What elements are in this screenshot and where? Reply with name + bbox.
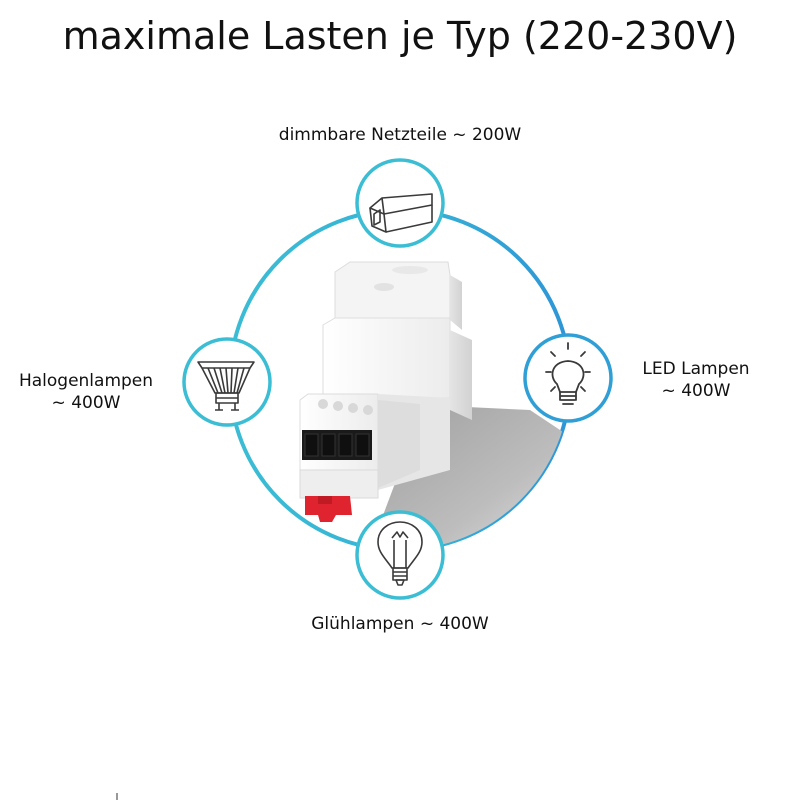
page-title: maximale Lasten je Typ (220-230V): [62, 14, 738, 58]
halogen-spot-lamp-icon: [197, 361, 255, 411]
node-gluehlampen: [355, 510, 445, 600]
label-led: LED Lampen ~ 400W: [626, 358, 766, 402]
label-halogen: Halogenlampen ~ 400W: [0, 370, 172, 414]
din-rail-dimmer-device: [299, 261, 472, 522]
label-netzteile: dimmbare Netzteile ~ 200W: [230, 124, 570, 146]
label-halogen-type: Halogenlampen: [18, 371, 154, 391]
edge-mark: [116, 793, 118, 800]
label-gluehlampen-text: Glühlampen ~ 400W: [311, 614, 489, 634]
node-led: [523, 333, 613, 423]
label-netzteile-text: dimmbare Netzteile ~ 200W: [278, 125, 522, 145]
power-supply-icon: [369, 193, 433, 233]
label-led-watt: ~ 400W: [661, 381, 731, 401]
label-gluehlampen: Glühlampen ~ 400W: [250, 613, 550, 635]
label-halogen-watt: ~ 400W: [51, 393, 121, 413]
incandescent-bulb-icon: [377, 521, 423, 586]
din-clip: [305, 496, 352, 522]
label-led-type: LED Lampen: [642, 359, 750, 379]
node-netzteile: [355, 158, 445, 248]
node-halogen: [182, 337, 272, 427]
led-bulb-icon: [545, 342, 591, 405]
